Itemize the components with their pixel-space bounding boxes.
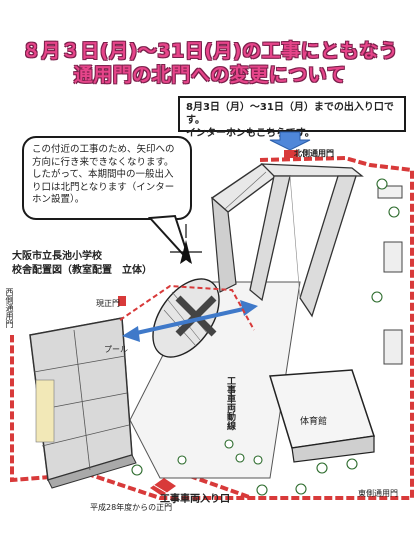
school-subtitle: 校舎配置図（教室配置 立体） (12, 265, 152, 276)
east-gate-label: 東側通用門 (358, 489, 398, 498)
pool-label: プール (104, 345, 128, 354)
gym-label: 体育館 (300, 417, 328, 427)
school-name: 大阪市立長池小学校 (12, 251, 102, 262)
construction-route-label: 工事車両動線 (225, 376, 235, 430)
vehicle-entrance-label: 工事車両入り口 (160, 494, 230, 505)
notice-line1: 8月3日（月）〜31日（月）までの出入り口です。 (186, 102, 394, 126)
trees (131, 178, 400, 496)
notice-line2: インターホンもこちらです。 (186, 128, 315, 139)
page-title-line1: ８月３日(月)〜31日(月)の工事にともなう (21, 40, 399, 62)
north-compass-icon (170, 224, 202, 264)
north-gate-label: 北側通用門 (294, 149, 334, 158)
front-gate-h28-label: 平成28年度からの正門 (90, 503, 173, 512)
vehicle-gate-marker (150, 478, 176, 496)
construction-callout: この付近の工事のため、矢印への方向に行き来できなくなります。したがって、本期間中… (22, 136, 192, 220)
callout-tail (147, 214, 191, 263)
gym-building (269, 369, 375, 449)
west-gate-label: 西側通用門 (5, 288, 14, 328)
page-title-line2: 通用門の北門への変更について (73, 64, 347, 86)
blocked-path-arrow (131, 306, 249, 336)
east-wing (299, 175, 357, 318)
school-heading: 大阪市立長池小学校 校舎配置図（教室配置 立体） (12, 250, 152, 278)
arrow-down-icon (269, 131, 311, 151)
current-gate-label: 現正門 (96, 299, 120, 308)
ground-area (129, 281, 301, 479)
entrance-notice-box: 8月3日（月）〜31日（月）までの出入り口です。 インターホンもこちらです。 (178, 96, 406, 139)
callout-text: この付近の工事のため、矢印への方向に行き来できなくなります。したがって、本期間中… (32, 144, 175, 205)
north-wing (210, 163, 278, 213)
